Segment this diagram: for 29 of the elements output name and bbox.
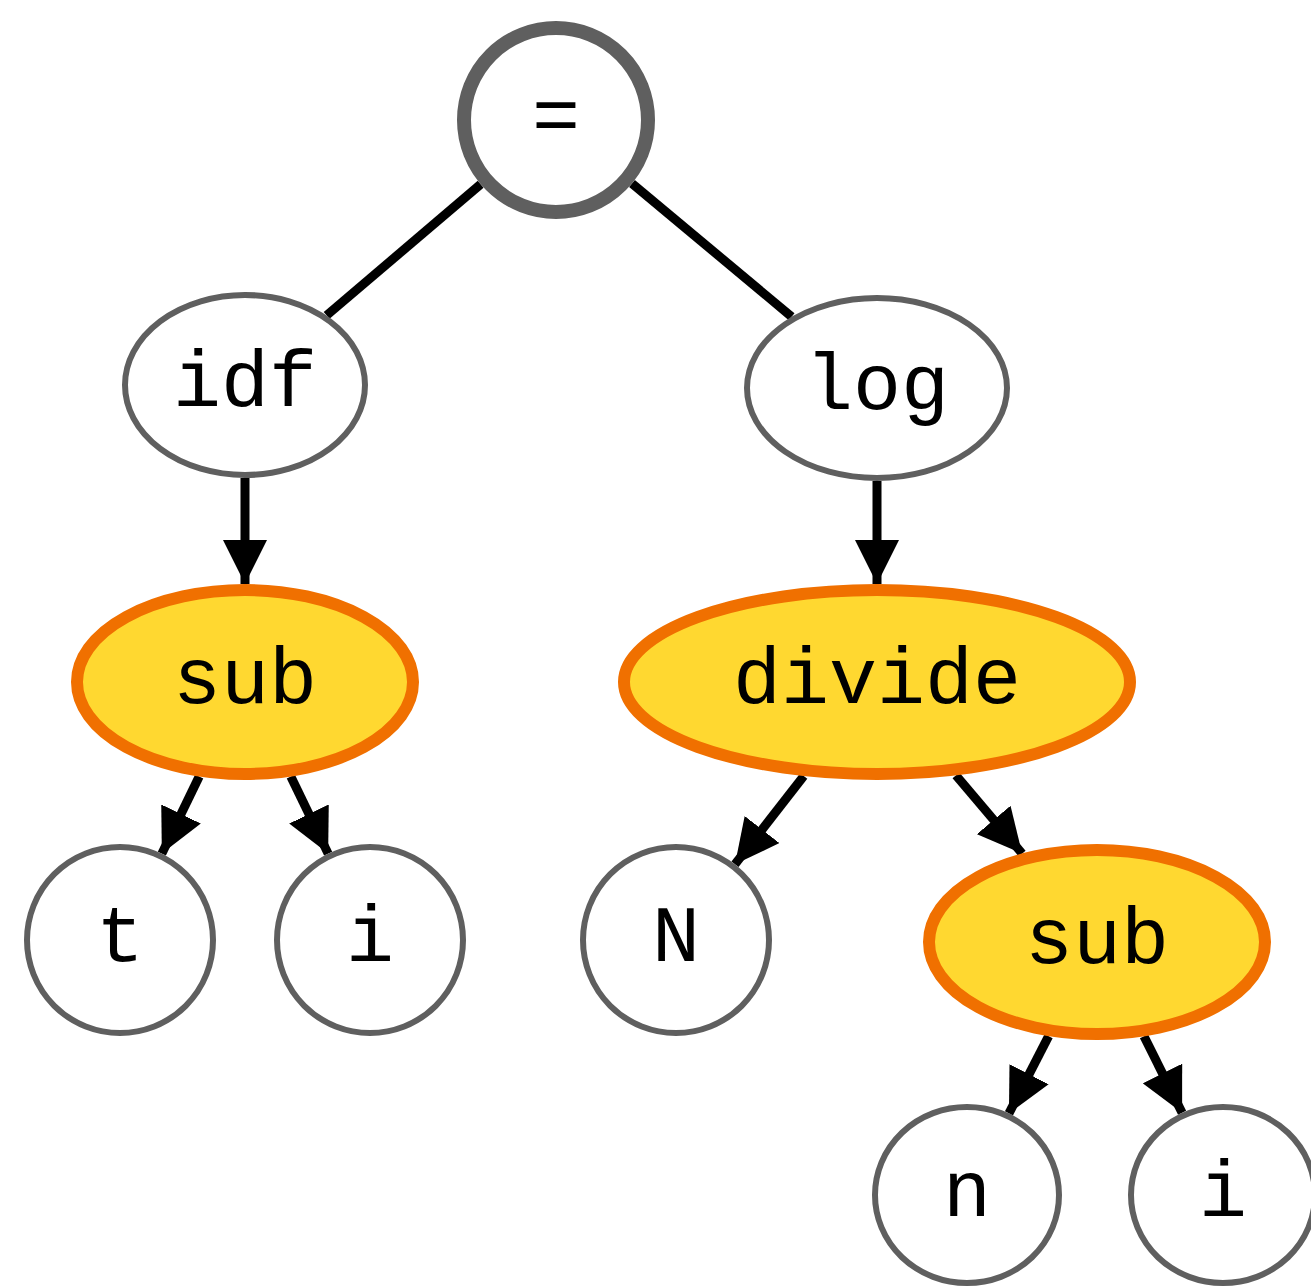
node-label: log bbox=[805, 348, 949, 428]
node-label: sub bbox=[173, 642, 317, 722]
root-node-circle bbox=[457, 21, 655, 219]
arrow bbox=[223, 478, 267, 584]
arrow bbox=[855, 481, 899, 584]
node-label: t bbox=[96, 900, 144, 980]
node-label: divide bbox=[732, 642, 1021, 722]
node-label: n bbox=[943, 1155, 991, 1235]
arrow bbox=[286, 774, 333, 856]
arrow bbox=[1139, 1034, 1187, 1115]
tree-node-ellipse bbox=[872, 1104, 1062, 1286]
tree-node-ellipse bbox=[580, 844, 772, 1036]
node-label: i bbox=[346, 900, 394, 980]
node-label: sub bbox=[1025, 902, 1169, 982]
highlighted-node-ellipse bbox=[71, 584, 419, 780]
node-label: i bbox=[1199, 1155, 1247, 1235]
arrow bbox=[952, 772, 1026, 857]
tree-node-ellipse bbox=[744, 295, 1010, 481]
node-label: = bbox=[532, 80, 580, 160]
tree-node-ellipse bbox=[122, 292, 368, 478]
highlighted-node-ellipse bbox=[618, 584, 1136, 780]
arrow bbox=[731, 773, 808, 868]
highlighted-node-ellipse bbox=[923, 844, 1271, 1040]
tree-node-ellipse bbox=[24, 844, 216, 1036]
arrow bbox=[157, 774, 204, 856]
node-label: N bbox=[652, 900, 700, 980]
node-label: idf bbox=[173, 345, 317, 425]
tree-node-ellipse bbox=[274, 844, 466, 1036]
arrow bbox=[1004, 1034, 1053, 1116]
